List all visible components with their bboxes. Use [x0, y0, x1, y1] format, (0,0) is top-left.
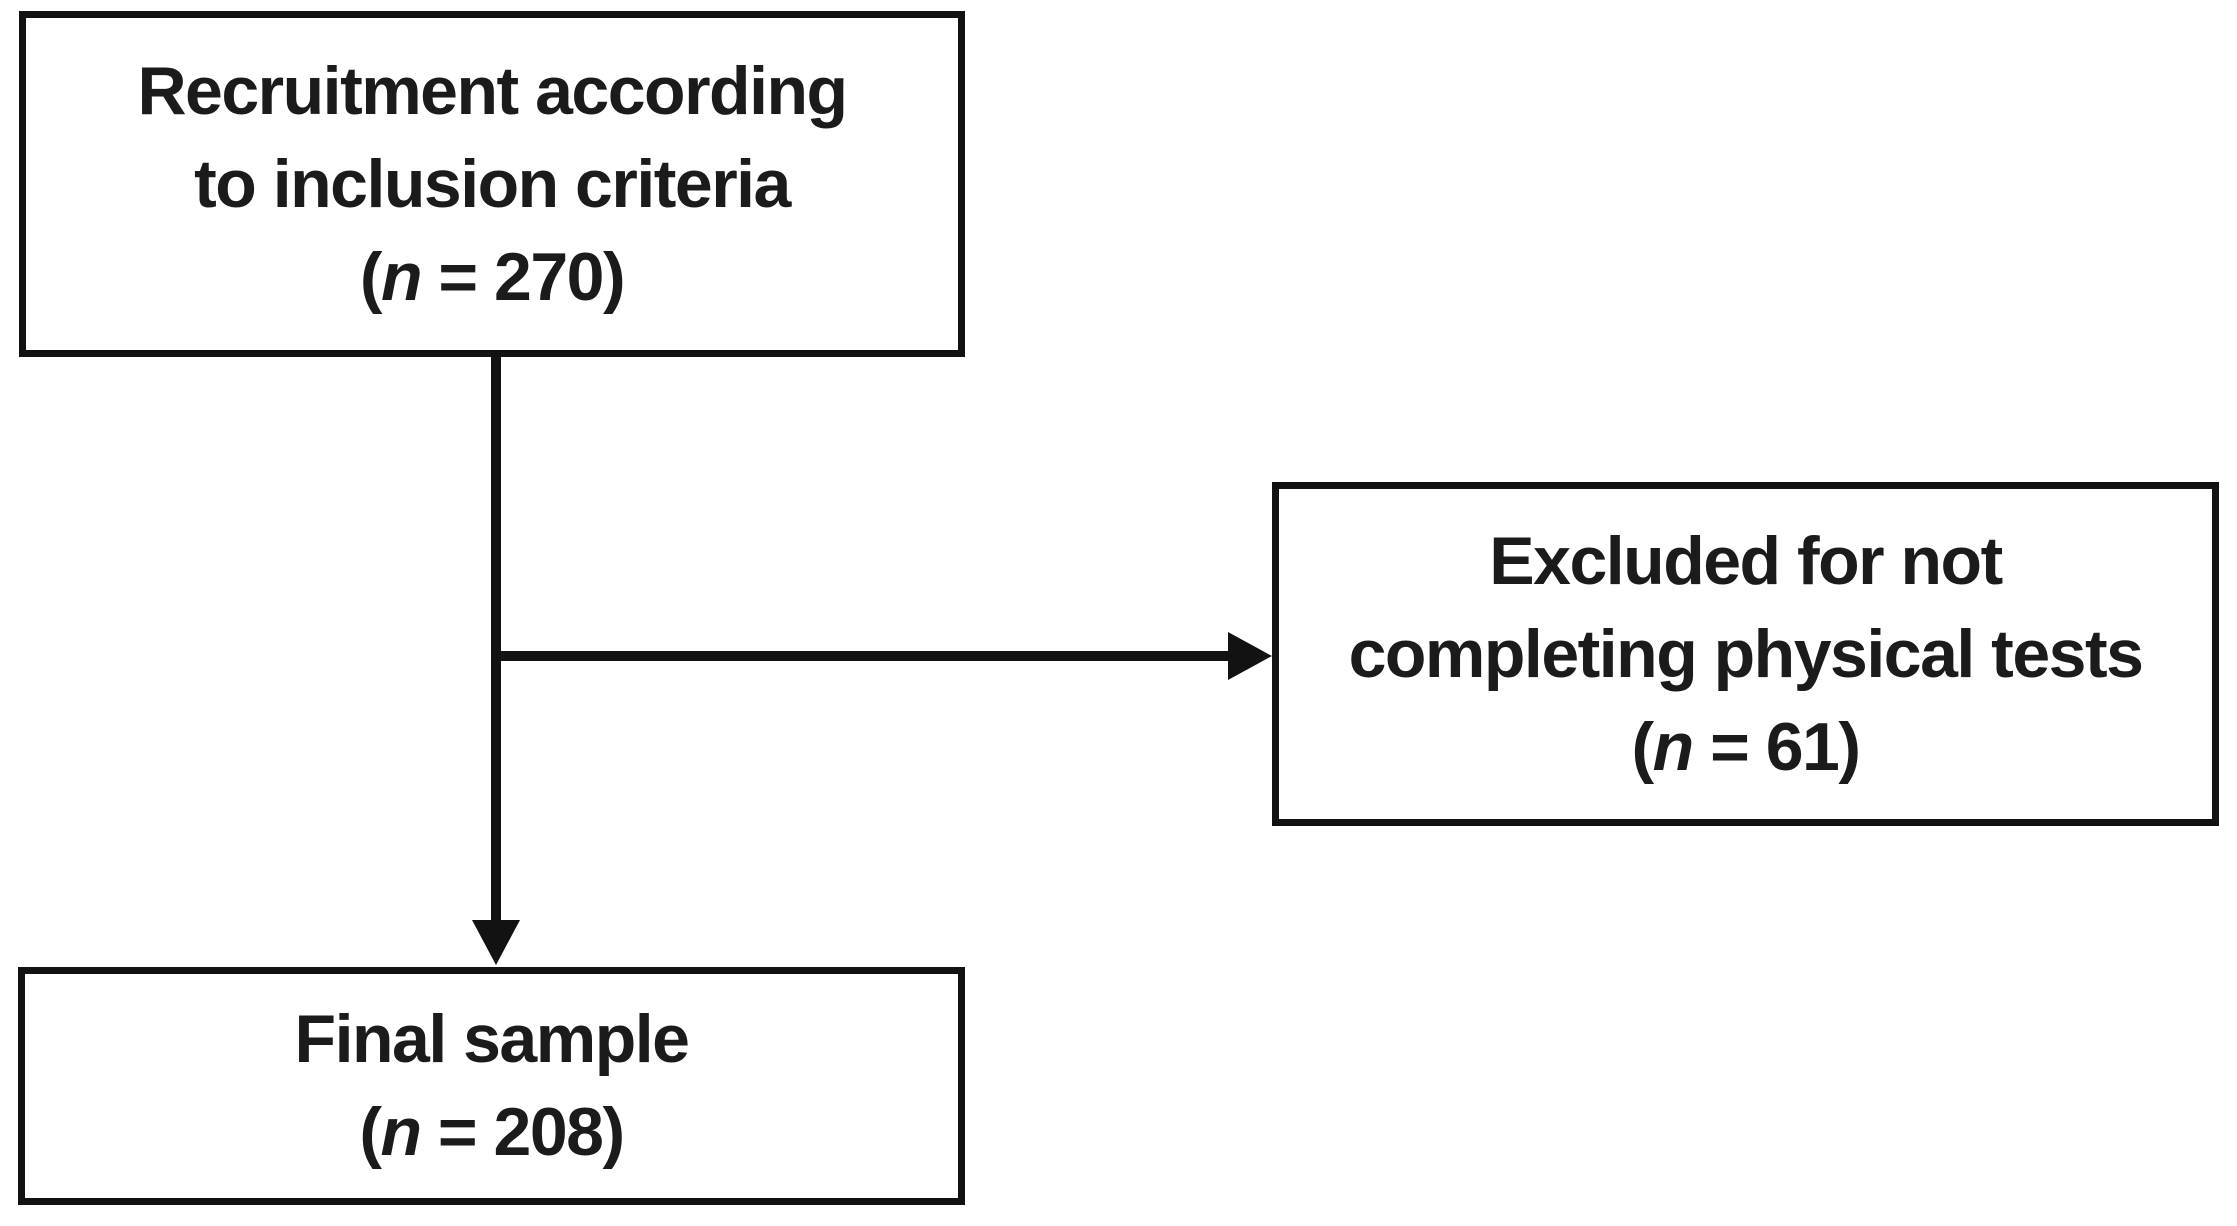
excluded-sample-size: (n = 61) [1631, 701, 1862, 794]
sample-count: 208 [493, 1094, 604, 1170]
paren-close: ) [603, 238, 626, 315]
sample-count: 270 [494, 238, 604, 315]
recruitment-line-2: to inclusion criteria [194, 145, 791, 222]
italic-n: n [1652, 708, 1695, 785]
equals-sign: = [1692, 708, 1766, 785]
paren-open: ( [1631, 708, 1655, 785]
final-sample-line-1: Final sample [294, 1001, 690, 1077]
recruitment-sample-size: (n = 270) [359, 231, 626, 324]
box-excluded: Excluded for not completing physical tes… [1272, 482, 2219, 826]
arrowhead-right-icon [1228, 632, 1272, 680]
connector-vertical-line [491, 355, 501, 925]
connector-horizontal-line [496, 651, 1236, 661]
paren-close: ) [602, 1094, 626, 1170]
excluded-line-2: completing physical tests [1348, 615, 2144, 692]
equals-sign: = [421, 238, 495, 315]
italic-n: n [380, 238, 423, 315]
paren-open: ( [359, 238, 383, 315]
excluded-line-1: Excluded for not [1489, 522, 2003, 599]
paren-close: ) [1838, 708, 1861, 785]
recruitment-line-1: Recruitment according [137, 52, 848, 129]
italic-n: n [380, 1094, 422, 1170]
arrowhead-down-icon [472, 920, 520, 965]
sample-count: 61 [1765, 708, 1840, 785]
final-sample-size: (n = 208) [359, 1086, 626, 1179]
box-recruitment: Recruitment according to inclusion crite… [19, 11, 965, 357]
equals-sign: = [420, 1094, 494, 1170]
box-final-sample: Final sample (n = 208) [18, 967, 965, 1205]
paren-open: ( [359, 1094, 382, 1170]
